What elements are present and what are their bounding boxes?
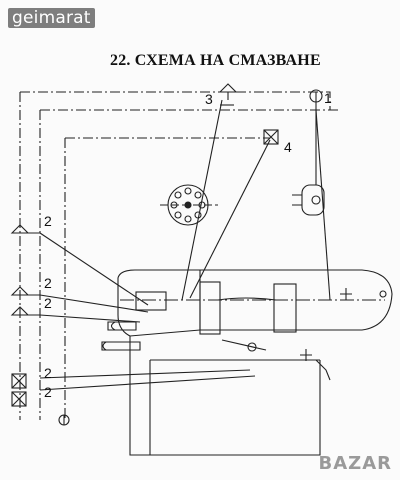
pump-port (311, 195, 321, 205)
stand-lever (300, 349, 331, 381)
page-title: 22. СХЕМА НА СМАЗВАНЕ (110, 52, 321, 69)
vise-block-left (199, 281, 221, 335)
handwheel-hole (174, 191, 182, 199)
callout-label-4: 4 (284, 139, 292, 155)
nozzle-lower-tip (102, 341, 107, 351)
leader-4 (189, 139, 271, 299)
callout-label-2a: 2 (44, 213, 52, 229)
brand-watermark: BAZAR (318, 453, 392, 474)
pump-connectors (292, 194, 302, 206)
cross-box-icon (11, 373, 27, 389)
stand-frame (129, 336, 321, 456)
callout-label-2c: 2 (44, 295, 52, 311)
leader-2d (39, 369, 251, 379)
stand-link (221, 339, 267, 351)
triangle-icon (10, 224, 30, 234)
arm-gearbox (135, 291, 167, 311)
callout-label-2b: 2 (44, 275, 52, 291)
vise-spring (217, 297, 277, 301)
nozzle-lower (101, 341, 141, 351)
circle-lube-icon (309, 89, 323, 103)
watermark-text: geimarat (8, 8, 95, 28)
handwheel-hole (194, 211, 202, 219)
frame-line-outer (20, 91, 331, 110)
leader-2c (39, 314, 141, 323)
leader-2a (39, 232, 149, 306)
leader-2e (39, 375, 256, 391)
handwheel-hole (174, 211, 182, 219)
leader-2b (39, 294, 149, 313)
nozzle-upper (107, 321, 137, 331)
callout-label-2d: 2 (44, 365, 52, 381)
cross-box-icon (11, 391, 27, 407)
handwheel-hole (184, 215, 192, 223)
handwheel-hole (194, 191, 202, 199)
leader-3 (181, 99, 223, 301)
handwheel-hole (184, 187, 192, 195)
callout-label-2e: 2 (44, 384, 52, 400)
oil-can-triangle-icon (218, 83, 238, 93)
leader-1 (315, 109, 331, 301)
arm-crosshair (340, 288, 352, 300)
nozzle-upper-tip (110, 321, 116, 331)
pump-body (301, 184, 325, 216)
cross-box-cross (11, 373, 27, 389)
vise-block-right (273, 283, 297, 333)
callout-label-3: 3 (205, 91, 213, 107)
arm-pivot (379, 290, 387, 298)
cross-box-cross (11, 391, 27, 407)
cross-box-icon (263, 129, 279, 145)
saw-arm-housing (117, 269, 393, 337)
cross-box-cross (263, 129, 279, 145)
stand-joint (247, 342, 257, 352)
callout-label-1: 1 (324, 90, 332, 106)
triangle-icon (10, 286, 30, 296)
triangle-icon (10, 306, 30, 316)
